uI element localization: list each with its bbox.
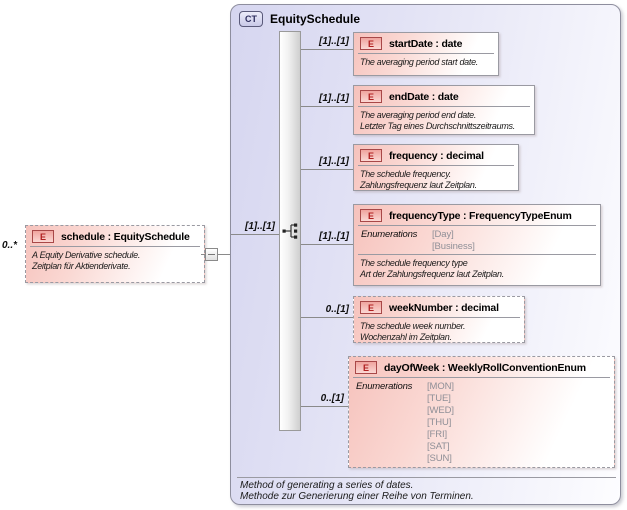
enumerations-label: Enumerations (361, 229, 418, 240)
element-icon: E (360, 90, 382, 103)
enumerations-section: Enumerations [Day] [Business] (354, 226, 600, 254)
connector-line (218, 254, 230, 255)
element-icon: E (360, 301, 382, 314)
root-element-cardinality: 0..* (2, 240, 18, 251)
element-label: dayOfWeek : WeeklyRollConventionEnum (384, 361, 586, 374)
element-cardinality: [1]..[1] (319, 93, 349, 104)
enumeration-values: [Day] [Business] (432, 229, 475, 252)
element-header: E weekNumber : decimal (354, 297, 524, 317)
divider (358, 165, 514, 166)
enumerations-label: Enumerations (356, 381, 413, 392)
connector-line (201, 254, 205, 255)
collapse-toggle[interactable] (205, 248, 218, 261)
divider (358, 106, 530, 107)
connector-line (231, 234, 279, 235)
element-cardinality: [1]..[1] (319, 36, 349, 47)
compositor-cardinality: [1]..[1] (245, 221, 275, 232)
element-label: frequencyType : FrequencyTypeEnum (389, 209, 572, 222)
element-annotation: The schedule frequency. Zahlungsfrequenz… (360, 169, 477, 190)
element-box-schedule[interactable]: E schedule : EquitySchedule A Equity Der… (25, 225, 205, 283)
element-icon: E (360, 37, 382, 50)
connector-line (301, 49, 353, 50)
element-annotation: The schedule frequency type Art der Zahl… (360, 258, 504, 279)
element-label: weekNumber : decimal (389, 301, 499, 314)
element-cardinality: [1]..[1] (319, 231, 349, 242)
divider (358, 317, 520, 318)
element-annotation: The schedule week number. Wochenzahl im … (360, 321, 466, 342)
enumerations-section: Enumerations [MON] [TUE] [WED] [THU] [FR… (349, 378, 614, 466)
element-cardinality: [1]..[1] (319, 156, 349, 167)
connector-line (301, 317, 353, 318)
complex-type-title: EquitySchedule (270, 12, 361, 26)
element-box-dayOfWeek[interactable]: E dayOfWeek : WeeklyRollConventionEnum E… (348, 356, 615, 468)
divider (353, 377, 610, 378)
element-annotation: The averaging period start date. (360, 57, 478, 67)
connector-line (301, 406, 348, 407)
element-header: E startDate : date (354, 33, 498, 53)
element-header: E endDate : date (354, 86, 534, 106)
element-icon: E (32, 230, 54, 243)
divider (358, 254, 596, 255)
divider (237, 477, 616, 478)
element-box-frequencyType[interactable]: E frequencyType : FrequencyTypeEnum Enum… (353, 204, 601, 286)
element-box-weekNumber[interactable]: E weekNumber : decimal The schedule week… (353, 296, 525, 343)
element-label: startDate : date (389, 37, 463, 50)
element-label: endDate : date (389, 90, 459, 103)
divider (30, 246, 200, 247)
element-header: E frequencyType : FrequencyTypeEnum (354, 205, 600, 225)
element-icon: E (360, 149, 382, 162)
element-box-endDate[interactable]: E endDate : date The averaging period en… (353, 85, 535, 135)
element-box-frequency[interactable]: E frequency : decimal The schedule frequ… (353, 144, 519, 191)
element-header: E dayOfWeek : WeeklyRollConventionEnum (349, 357, 614, 377)
element-box-startDate[interactable]: E startDate : date The averaging period … (353, 32, 499, 76)
complex-type-box: CT EquitySchedule [1]..[1] [1]..[1] [1].… (230, 4, 621, 505)
element-cardinality: 0..[1] (320, 393, 344, 404)
complex-type-icon: CT (239, 11, 263, 27)
divider (358, 53, 494, 54)
sequence-icon (282, 223, 298, 239)
element-annotation: A Equity Derivative schedule. Zeitplan f… (32, 250, 141, 271)
enumeration-values: [MON] [TUE] [WED] [THU] [FRI] [SAT] [SUN… (427, 381, 454, 464)
element-header: E frequency : decimal (354, 145, 518, 165)
element-icon: E (355, 361, 377, 374)
connector-line (301, 106, 353, 107)
connector-line (301, 244, 353, 245)
element-annotation: The averaging period end date. Letzter T… (360, 110, 515, 131)
element-label: frequency : decimal (389, 149, 484, 162)
element-cardinality: 0..[1] (325, 304, 349, 315)
complex-type-annotation: Method of generating a series of dates. … (240, 480, 474, 502)
element-header: E schedule : EquitySchedule (26, 226, 204, 246)
element-label: schedule : EquitySchedule (61, 230, 190, 243)
connector-line (301, 169, 353, 170)
element-icon: E (360, 209, 382, 222)
divider (358, 225, 596, 226)
minus-icon (208, 254, 215, 255)
